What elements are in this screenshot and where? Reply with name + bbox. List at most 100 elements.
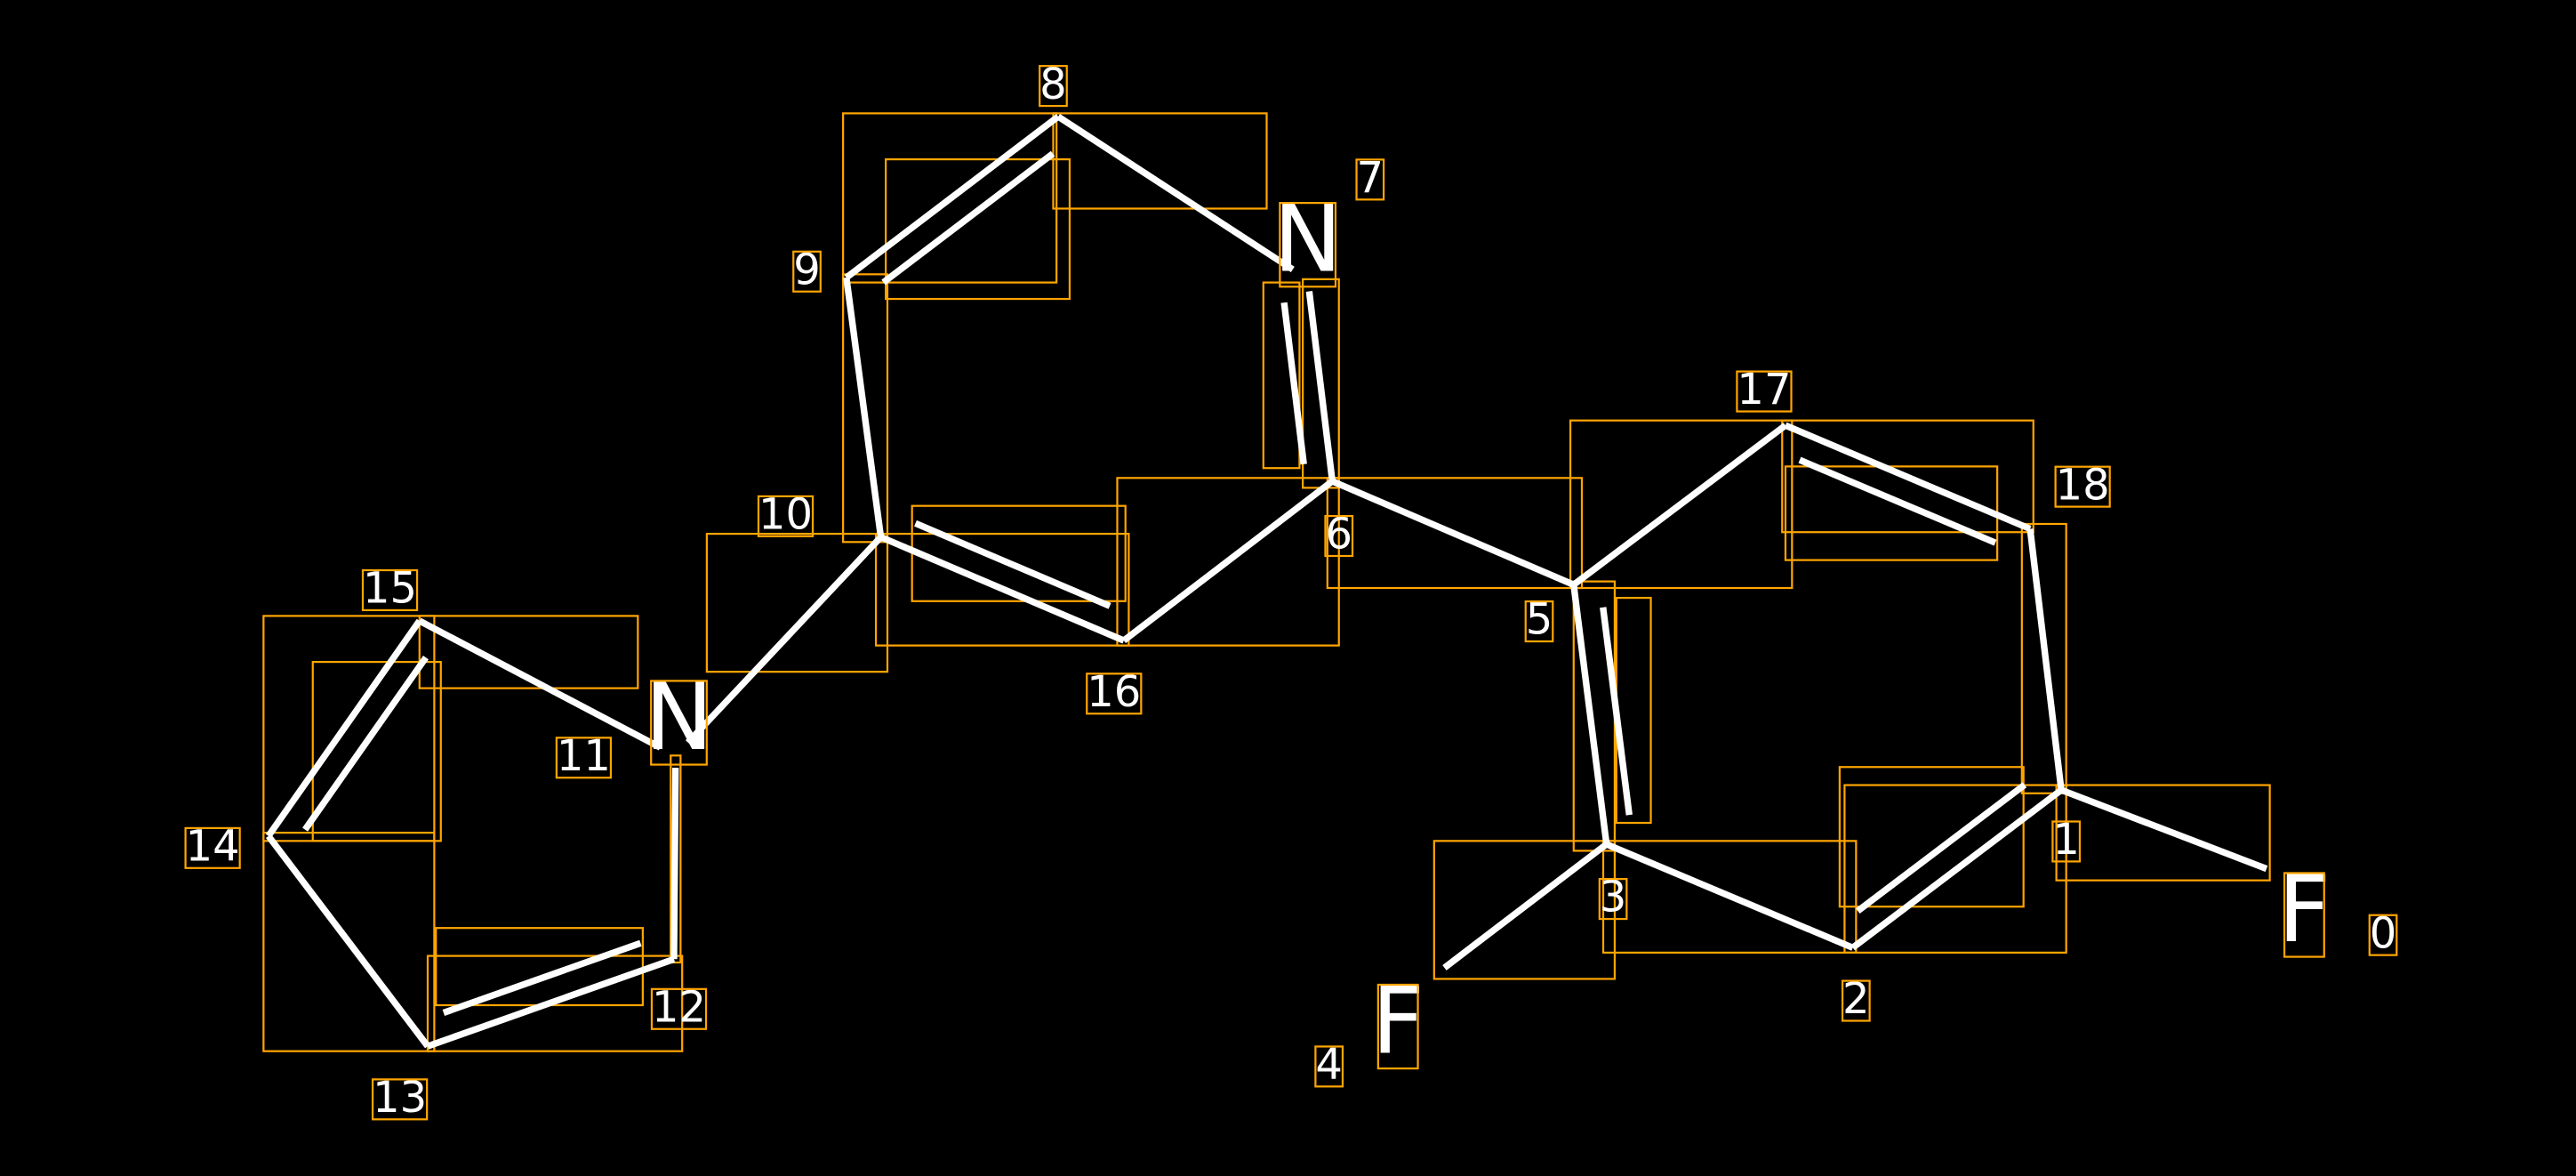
bounding-box (1569, 419, 1794, 590)
bounding-box (885, 157, 1071, 301)
bond-1-2 (1850, 787, 2064, 951)
bounding-box (842, 112, 1058, 284)
bond-17-18 (1784, 422, 2032, 532)
bond-13-14 (265, 834, 430, 1049)
bond-12-13-second-line (442, 939, 642, 1016)
atom-index-16: 16 (1087, 667, 1141, 717)
atom-index-14: 14 (186, 821, 240, 871)
atom-index-box (555, 737, 613, 779)
bounding-box (1615, 596, 1652, 825)
bounding-box (705, 532, 889, 673)
bounding-box (426, 954, 684, 1052)
bond-10-16 (879, 534, 1126, 644)
atom-index-box (1736, 370, 1793, 413)
bond-14-15-second-line (302, 655, 429, 832)
bounding-box (418, 615, 639, 689)
atom-index-box (2051, 820, 2082, 863)
element-label-0: F (2278, 857, 2331, 963)
bounding-box (1326, 477, 1584, 590)
atom-index-13: 13 (373, 1073, 427, 1123)
atom-index-box (650, 987, 708, 1030)
atom-index-box (1314, 1045, 1344, 1088)
atom-index-box (792, 250, 822, 293)
bond-3-5-second-line (1600, 607, 1633, 816)
bounding-box (1843, 784, 2067, 954)
atom-index-box (2368, 914, 2398, 956)
bounding-box (2055, 784, 2271, 882)
element-label-box (650, 680, 708, 766)
bounding-box (1432, 840, 1617, 980)
bounding-box (1838, 766, 2025, 908)
bond-9-10 (843, 277, 885, 538)
bond-15-11 (418, 617, 662, 751)
bounding-box (911, 504, 1127, 602)
bond-3-5 (1570, 584, 1610, 845)
bounding-box (670, 754, 682, 964)
element-label-box (2283, 872, 2325, 958)
bounding-box (1781, 419, 2034, 534)
atom-index-3: 3 (1600, 873, 1627, 922)
bond-1-2-second-line (1856, 782, 2027, 914)
bounding-box (1262, 281, 1301, 470)
atom-index-1: 1 (2052, 815, 2080, 865)
bounding-box (262, 832, 436, 1052)
bounding-box (1601, 840, 1858, 954)
bond-8-9-second-line (881, 150, 1055, 286)
atom-index-18: 18 (2056, 460, 2110, 510)
bounding-box (311, 660, 442, 842)
element-label-7: N (1273, 187, 1342, 294)
bounding-box (2020, 522, 2067, 794)
bond-12-13 (426, 955, 676, 1050)
bond-10-16-second-line (914, 520, 1111, 609)
bond-7-8 (1055, 113, 1295, 273)
element-label-4: F (1371, 969, 1424, 1075)
atom-index-6: 6 (1325, 510, 1352, 560)
atom-index-box (2054, 465, 2111, 508)
bond-18-1 (2026, 528, 2065, 791)
atom-index-12: 12 (652, 982, 706, 1032)
bond-11-12 (670, 768, 679, 960)
bond-6-7 (1305, 291, 1336, 482)
atom-index-box (1598, 878, 1628, 921)
bond-5-6 (1330, 478, 1576, 588)
bounding-box (842, 273, 889, 544)
atom-index-box (361, 568, 419, 612)
atom-index-5: 5 (1526, 595, 1553, 645)
atom-index-0: 0 (2370, 908, 2397, 958)
atom-index-box (1324, 514, 1354, 558)
atom-index-10: 10 (758, 490, 813, 540)
bond-17-18-second-line (1798, 456, 1997, 546)
atom-index-11: 11 (557, 731, 611, 781)
bounding-box (1784, 465, 1999, 561)
atom-index-box (1524, 600, 1554, 643)
bond-3-4 (1442, 842, 1609, 971)
bond-10-11 (685, 535, 884, 745)
atom-index-17: 17 (1737, 365, 1791, 415)
atom-index-15: 15 (363, 564, 417, 614)
atom-index-2: 2 (1842, 974, 1870, 1024)
atom-index-box (371, 1078, 429, 1121)
atom-index-4: 4 (1315, 1040, 1343, 1090)
bounding-box (435, 927, 644, 1007)
bond-5-17 (1571, 423, 1788, 588)
atom-index-box (1039, 65, 1068, 108)
bond-16-6 (1121, 479, 1335, 644)
atom-index-box (184, 826, 241, 869)
element-label-11: N (645, 665, 713, 771)
atom-index-box (757, 495, 815, 537)
element-label-box (1376, 983, 1419, 1070)
bond-2-3 (1605, 841, 1855, 951)
bond-1-0 (2059, 786, 2268, 873)
bonds (265, 113, 2268, 1050)
bond-8-9 (844, 114, 1061, 280)
element-label-box (1279, 202, 1337, 288)
atom-index-box (1086, 673, 1143, 715)
atom-index-8: 8 (1039, 60, 1067, 109)
bounding-box (1116, 477, 1340, 647)
bounding-box (1052, 112, 1268, 210)
atom-index-box (1841, 979, 1871, 1022)
bond-6-7-second-line (1280, 302, 1307, 465)
atom-index-7: 7 (1357, 153, 1384, 203)
